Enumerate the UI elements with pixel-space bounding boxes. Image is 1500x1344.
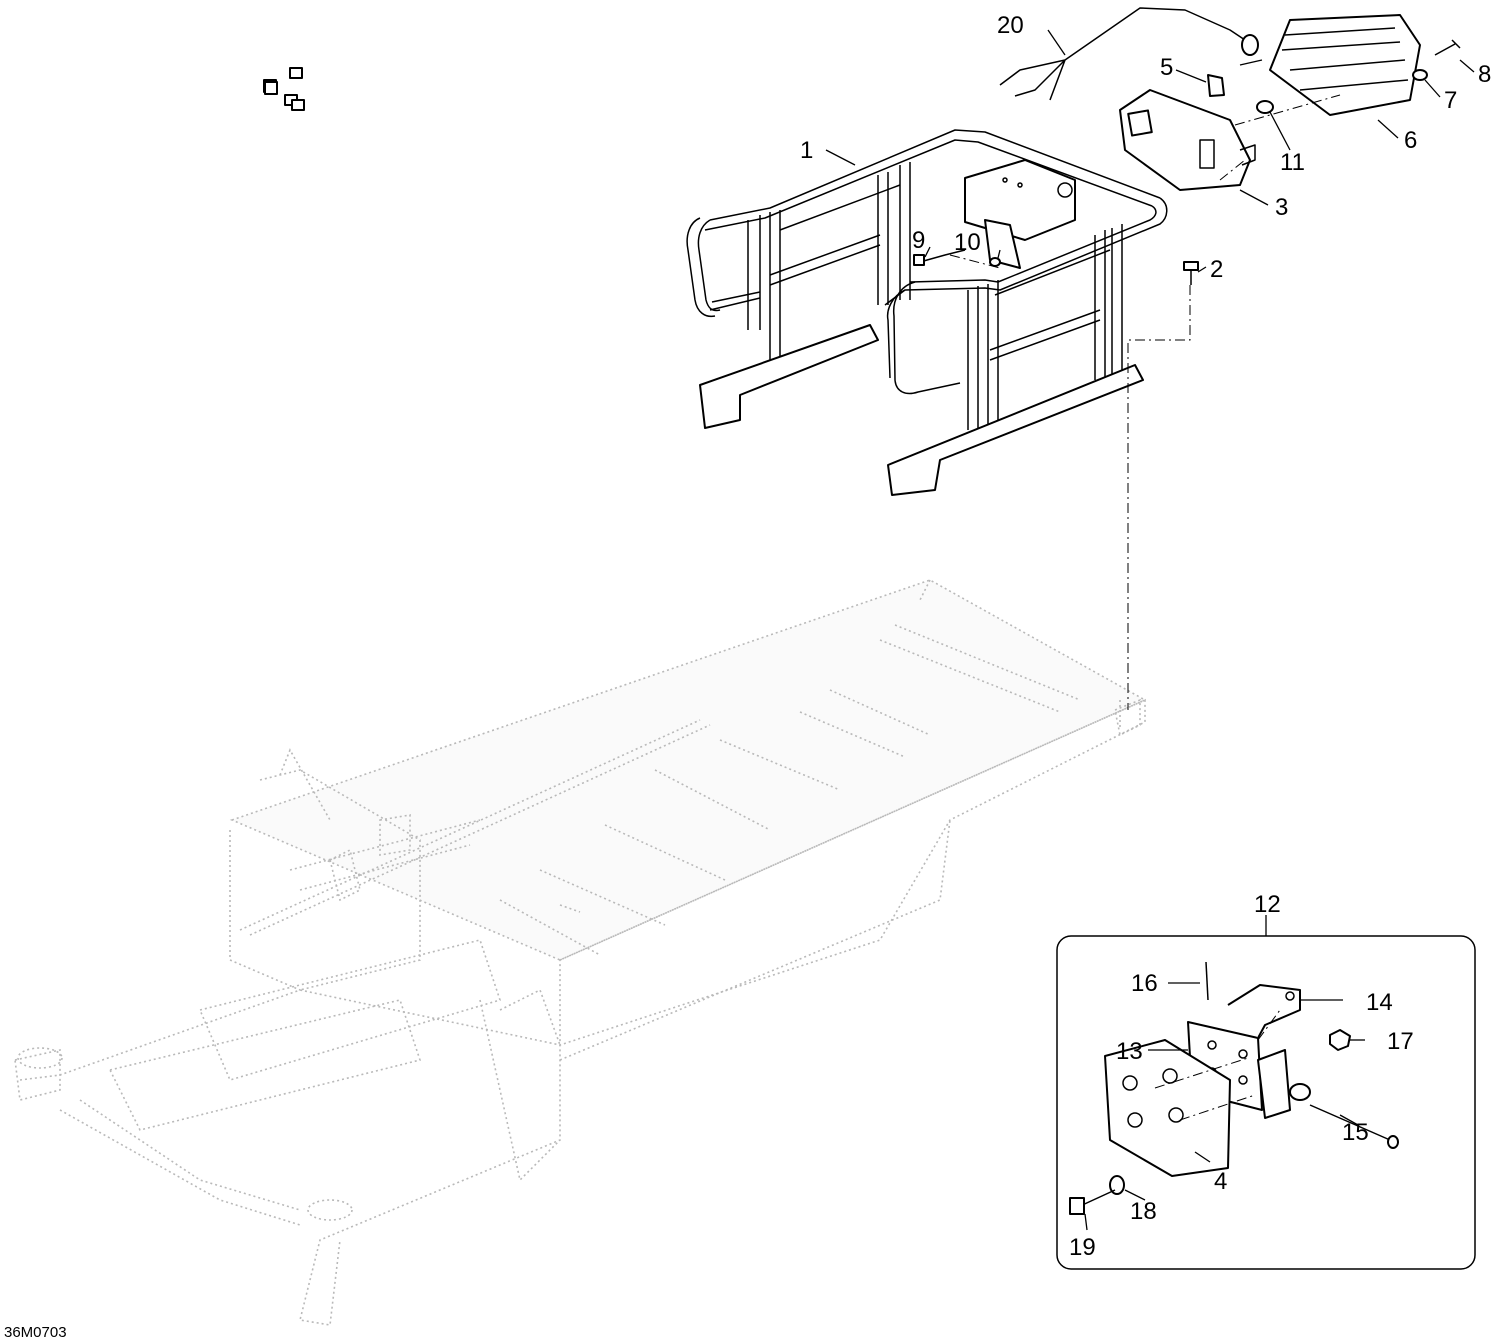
- callout-14: 14: [1366, 989, 1393, 1016]
- tunnel-deck-slots: [499, 624, 1081, 956]
- callout-18: 18: [1130, 1198, 1157, 1225]
- callout-3: 3: [1275, 194, 1288, 221]
- callout-11: 11: [1280, 149, 1305, 176]
- callout-2: 2: [1210, 256, 1223, 283]
- callout-10: 10: [954, 229, 981, 256]
- callout-7: 7: [1444, 87, 1457, 114]
- callout-15: 15: [1342, 1119, 1369, 1146]
- callout-4: 4: [1214, 1168, 1227, 1195]
- callout-labels: 1 2 3 4 5 6 7 8 9 10 11 12 13 14 15 16 1…: [800, 12, 1491, 1261]
- callout-20: 20: [997, 12, 1024, 39]
- rear-rack-part: [686, 129, 1168, 496]
- callout-16: 16: [1131, 970, 1158, 997]
- taillight-housing-part: [1119, 89, 1256, 191]
- callout-1: 1: [800, 137, 813, 164]
- chassis-tunnel-ghost: [14, 579, 1147, 1326]
- hitch-kit-inset: [1056, 915, 1476, 1270]
- callout-17: 17: [1387, 1028, 1414, 1055]
- callout-8: 8: [1478, 61, 1491, 88]
- callout-5: 5: [1160, 54, 1173, 81]
- leader-lines: [825, 29, 1475, 1231]
- callout-19: 19: [1069, 1234, 1096, 1261]
- callout-13: 13: [1116, 1038, 1143, 1065]
- callout-12: 12: [1254, 891, 1281, 918]
- callout-6: 6: [1404, 127, 1417, 154]
- drawing-code: 36M0703: [4, 1324, 67, 1341]
- tail-lens-part: [1269, 14, 1421, 116]
- callout-9: 9: [912, 227, 925, 254]
- hardware-items: [263, 7, 1461, 285]
